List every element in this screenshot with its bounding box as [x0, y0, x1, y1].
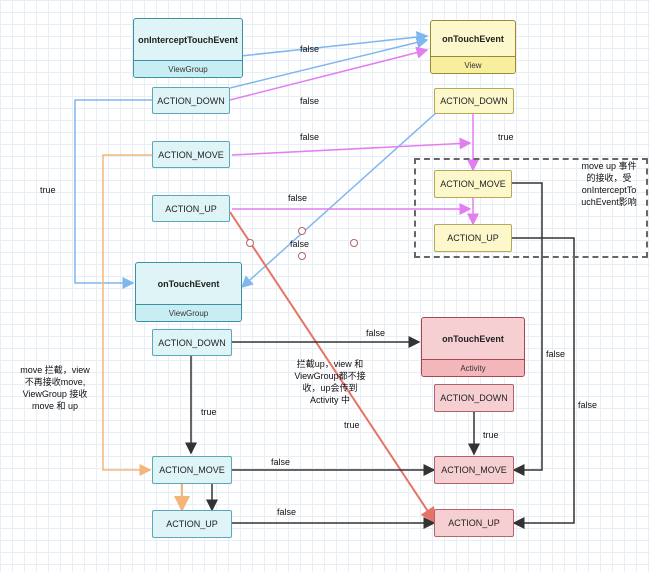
arrow-true-down-to-viewgroup: [74, 99, 152, 289]
edge-label-false: false: [578, 400, 598, 410]
edge-label-true: true: [483, 430, 499, 440]
junction-dot: [298, 252, 306, 260]
viewgroup-intercept-subtitle: ViewGroup: [134, 60, 242, 77]
junction-dot: [298, 227, 306, 235]
arrow-move-intercept: [102, 154, 152, 476]
edge-label-false: false: [546, 349, 566, 359]
arrow-view-down-to-viewgroup: [240, 111, 438, 289]
move-intercept-note: move 拦截，view 不再接收move, ViewGroup 接收 move…: [20, 365, 90, 411]
viewgroup-intercept-header: onInterceptTouchEvent ViewGroup: [133, 18, 243, 78]
dashed-region-note: move up 事件 的接收，受 onInterceptTo uchEvent影…: [581, 161, 637, 207]
edge-label-true: true: [498, 132, 514, 142]
edge-label-true: true: [201, 407, 217, 417]
viewgroup-touch-subtitle: ViewGroup: [136, 304, 241, 321]
vg-touch-action-move: ACTION_MOVE: [152, 456, 232, 484]
viewgroup-touch-header: onTouchEvent ViewGroup: [135, 262, 242, 322]
dashed-region: [414, 158, 648, 258]
arrow-down-false-to-view: [229, 46, 429, 101]
junction-dot: [350, 239, 358, 247]
vg-intercept-action-down: ACTION_DOWN: [152, 87, 230, 114]
arrow-move-false-to-view: [231, 137, 472, 156]
edge-label-false: false: [300, 132, 320, 142]
vg-intercept-action-up: ACTION_UP: [152, 195, 230, 222]
arrow-down-to-view: [229, 36, 429, 89]
arrow-view-up-false: [512, 237, 575, 529]
edge-label-false: false: [366, 328, 386, 338]
vg-touch-action-down: ACTION_DOWN: [152, 329, 232, 356]
activity-title: onTouchEvent: [442, 333, 504, 344]
edge-label-false: false: [300, 96, 320, 106]
view-action-up: ACTION_UP: [434, 224, 512, 252]
edge-label-true: true: [40, 185, 56, 195]
edge-label-false: false: [277, 507, 297, 517]
edge-label-false: false: [288, 193, 308, 203]
activity-action-down: ACTION_DOWN: [434, 384, 514, 412]
arrow-intercept-to-view: [221, 31, 429, 59]
activity-subtitle: Activity: [422, 359, 524, 376]
view-action-down: ACTION_DOWN: [434, 88, 514, 114]
edge-label-true: true: [344, 420, 360, 430]
vg-intercept-action-move: ACTION_MOVE: [152, 141, 230, 168]
activity-header: onTouchEvent Activity: [421, 317, 525, 377]
junction-dot: [246, 239, 254, 247]
edge-label-false: false: [290, 239, 310, 249]
viewgroup-intercept-title: onInterceptTouchEvent: [138, 34, 238, 45]
edge-label-false: false: [300, 44, 320, 54]
vg-touch-action-up: ACTION_UP: [152, 510, 232, 538]
up-intercept-note: 拦截up，view 和 ViewGroup都不接 收，up会传到 Activit…: [294, 359, 366, 405]
view-action-move: ACTION_MOVE: [434, 170, 512, 198]
view-subtitle: View: [431, 56, 515, 73]
view-title: onTouchEvent: [442, 33, 504, 44]
edge-label-false: false: [271, 457, 291, 467]
view-header: onTouchEvent View: [430, 20, 516, 74]
activity-action-up: ACTION_UP: [434, 509, 514, 537]
viewgroup-touch-title: onTouchEvent: [157, 278, 220, 289]
activity-action-move: ACTION_MOVE: [434, 456, 514, 484]
arrow-view-move-false: [512, 182, 543, 476]
